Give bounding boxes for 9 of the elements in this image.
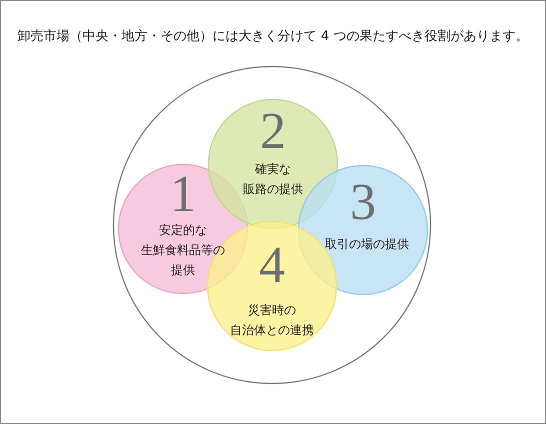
circle-number: 2 <box>260 106 286 158</box>
circle-number: 3 <box>350 177 376 229</box>
circle-label: 確実な販路の提供 <box>243 161 303 198</box>
circle-label: 災害時の自治体との連携 <box>230 302 314 339</box>
circle-number: 4 <box>259 240 285 292</box>
title-text: 卸売市場（中央・地方・その他）には大きく分けて 4 つの果たすべき役割があります。 <box>16 28 530 46</box>
circle-label: 安定的な生鮮食料品等の提供 <box>141 222 225 279</box>
circle-number: 1 <box>170 169 196 221</box>
circle-label: 取引の場の提供 <box>325 236 409 253</box>
